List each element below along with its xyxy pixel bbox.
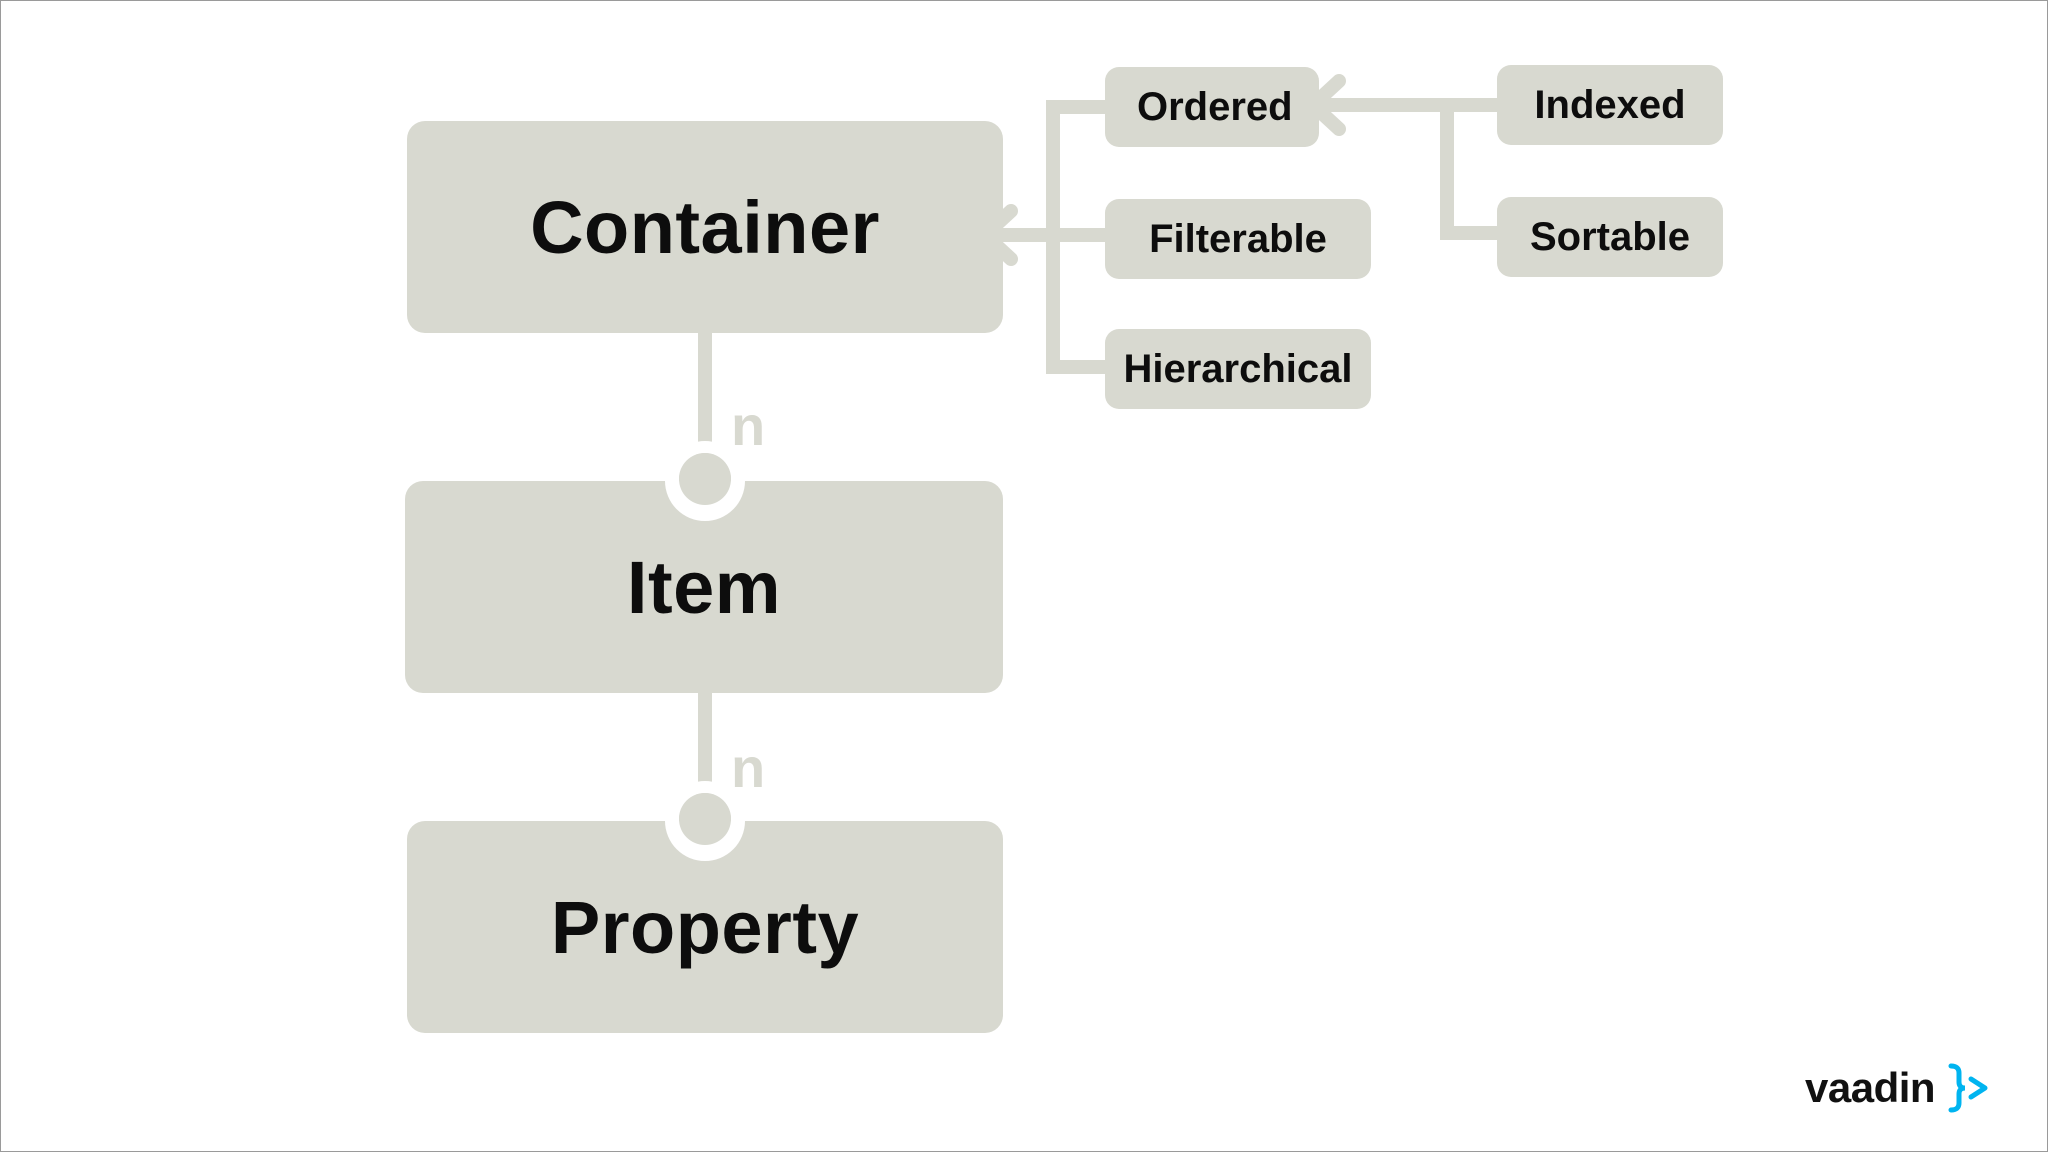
indexed-node: Indexed bbox=[1497, 65, 1723, 145]
filterable-node: Filterable bbox=[1105, 199, 1371, 279]
property-node: Property bbox=[407, 821, 1003, 1033]
filterable-label: Filterable bbox=[1149, 216, 1327, 261]
sortable-label: Sortable bbox=[1529, 214, 1691, 259]
container-label: Container bbox=[530, 185, 880, 269]
ordered-subtypes-link bbox=[1440, 98, 1504, 240]
multiplicity-container-item: n bbox=[731, 394, 766, 457]
container-node: Container bbox=[407, 121, 1003, 333]
item-label: Item bbox=[626, 545, 782, 629]
item-node: Item bbox=[405, 481, 1003, 693]
ordered-label: Ordered bbox=[1137, 84, 1293, 129]
sortable-node: Sortable bbox=[1497, 197, 1723, 277]
vaadin-brace-icon bbox=[1948, 1063, 1988, 1113]
multiplicity-item-property: n bbox=[731, 736, 766, 799]
indexed-label: Indexed bbox=[1534, 82, 1686, 127]
property-label: Property bbox=[550, 885, 860, 969]
hierarchical-label: Hierarchical bbox=[1123, 346, 1353, 391]
hierarchical-node: Hierarchical bbox=[1105, 329, 1371, 409]
logo-wordmark: vaadin bbox=[1805, 1064, 1936, 1111]
ordered-node: Ordered bbox=[1105, 67, 1319, 147]
vaadin-logo: vaadin bbox=[1805, 1059, 1991, 1117]
